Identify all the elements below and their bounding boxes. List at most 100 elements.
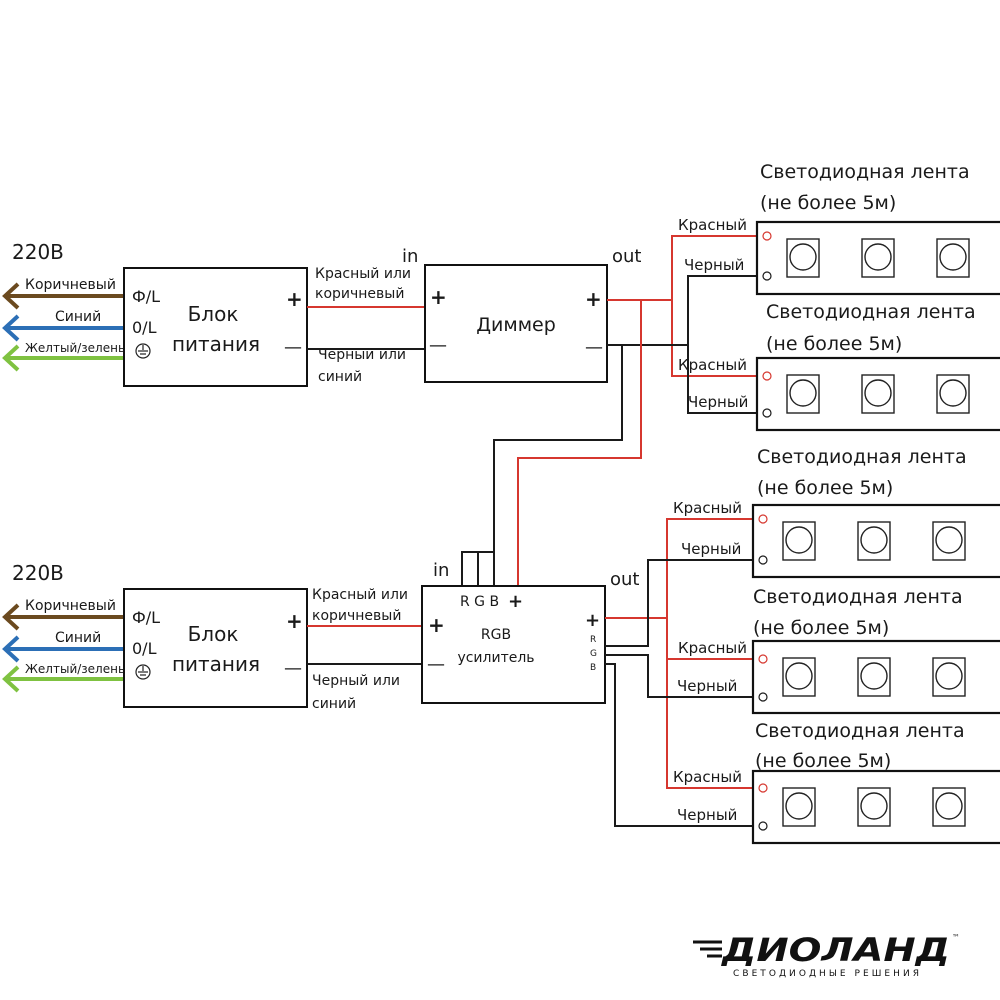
led-strip-title: Светодиодная лента — [760, 161, 970, 183]
amp-in-plus: + — [428, 613, 445, 637]
led-strip-red-label: Красный — [678, 639, 747, 657]
phase-terminal-label-bottom: Ф/L — [132, 608, 160, 627]
led-strip-title: Светодиодная лента — [766, 301, 976, 323]
led-strip-black-label: Черный — [677, 806, 737, 824]
led-lens-icon — [860, 792, 888, 820]
brown-wire-label-top: Коричневый — [25, 277, 116, 293]
amp-out-plus: + — [585, 610, 600, 631]
led-strip-title: Светодиодная лента — [755, 720, 965, 742]
amp-out-g: G — [590, 649, 597, 659]
amp-title-line2: усилитель — [457, 650, 534, 666]
green-wire-label-bottom: Желтый/зеленый — [25, 662, 135, 676]
led-strip-3: Светодиодная лента(не более 5м)КрасныйЧе… — [673, 446, 1000, 579]
mains-wire-brown-top — [2, 282, 124, 310]
led-strip-length-note: (не более 5м) — [760, 192, 896, 214]
psu-black-label-bottom-1: Черный или — [312, 673, 400, 689]
led-lens-icon — [939, 379, 967, 407]
amp-title-line1: RGB — [481, 627, 511, 643]
led-lens-icon — [935, 792, 963, 820]
voltage-label-top: 220В — [12, 240, 64, 264]
rgb-amplifier-box — [421, 585, 606, 704]
amp-out-label: out — [610, 569, 639, 590]
led-strip-length-note: (не более 5м) — [755, 750, 891, 772]
voltage-label-bottom: 220В — [12, 561, 64, 585]
psu-red-label-bottom-2: коричневый — [312, 608, 401, 624]
led-lens-icon — [789, 379, 817, 407]
mains-wire-blue-top — [2, 314, 124, 342]
led-strip-red-label: Красный — [673, 768, 742, 786]
led-strip-red-label: Красный — [678, 356, 747, 374]
amp-out-b: B — [590, 663, 596, 673]
led-lens-icon — [789, 243, 817, 271]
psu-red-label-bottom-1: Красный или — [312, 587, 408, 603]
mains-wire-green-bottom — [2, 665, 124, 693]
led-strip-length-note: (не более 5м) — [753, 617, 889, 639]
led-strip-title: Светодиодная лента — [757, 446, 967, 468]
psu-black-label-top-1: Черный или — [318, 347, 406, 363]
psu-plus-top: + — [286, 287, 303, 311]
led-strip-plus-pad — [758, 514, 768, 524]
led-strip-length-note: (не более 5м) — [757, 477, 893, 499]
led-lens-icon — [935, 526, 963, 554]
led-strip-black-label: Черный — [688, 393, 748, 411]
amp-output-wiring — [605, 518, 760, 827]
psu-minus-bottom: — — [284, 658, 302, 679]
led-strip-minus-pad — [758, 555, 768, 565]
brand-name: ДИОЛАНД — [721, 931, 950, 969]
psu-title-top-line2: питания — [172, 332, 260, 356]
dimmer-title: Диммер — [476, 314, 556, 336]
mains-wire-blue-bottom — [2, 635, 124, 663]
psu-black-label-top-2: синий — [318, 369, 362, 385]
led-lens-icon — [939, 243, 967, 271]
led-lens-icon — [864, 379, 892, 407]
led-strip-red-label: Красный — [678, 216, 747, 234]
brand-tagline: СВЕТОДИОДНЫЕ РЕШЕНИЯ — [733, 969, 919, 979]
dimmer-in-plus: + — [430, 285, 447, 309]
psu-title-bottom-line1: Блок — [188, 622, 239, 646]
blue-wire-label-bottom: Синий — [55, 630, 101, 646]
amp-in-plus-top: + — [508, 591, 523, 612]
power-supply-box-bottom — [123, 588, 308, 708]
psu-title-top-line1: Блок — [188, 302, 239, 326]
led-lens-icon — [860, 526, 888, 554]
led-strip-minus-pad — [762, 408, 772, 418]
dimmer-box — [424, 264, 608, 383]
led-lens-icon — [935, 662, 963, 690]
led-strip-plus-pad — [762, 231, 772, 241]
amp-rgb-input-label: R G B — [460, 594, 499, 610]
led-lens-icon — [785, 526, 813, 554]
led-strip-minus-pad — [762, 271, 772, 281]
ground-icon-bottom — [135, 664, 151, 680]
led-strip-1: Светодиодная лента(не более 5м)КрасныйЧе… — [678, 161, 1000, 296]
led-strip-red-label: Красный — [673, 499, 742, 517]
dimmer-in-minus: — — [429, 335, 447, 356]
dimmer-in-label: in — [402, 246, 418, 267]
dimmer-out-plus: + — [585, 287, 602, 311]
amp-in-minus: — — [427, 654, 445, 675]
led-strip-plus-pad — [758, 654, 768, 664]
mains-wire-brown-bottom — [2, 603, 124, 631]
brown-wire-label-bottom: Коричневый — [25, 598, 116, 614]
led-strip-length-note: (не более 5м) — [766, 333, 902, 355]
logo-speed-lines-icon — [693, 940, 722, 958]
brand-trademark: ™ — [952, 933, 960, 942]
neutral-terminal-label-top: 0/L — [132, 318, 157, 337]
power-supply-box-top — [123, 267, 308, 387]
led-strip-black-label: Черный — [677, 677, 737, 695]
ground-icon-top — [135, 343, 151, 359]
led-strip-title: Светодиодная лента — [753, 586, 963, 608]
led-strip-4: Светодиодная лента (не более 5м) КрасныйЧе… — [677, 586, 1000, 715]
mains-wire-green-top — [2, 344, 124, 372]
psu-plus-bottom: + — [286, 609, 303, 633]
dimmer-output-wiring — [493, 235, 764, 586]
dimmer-out-label: out — [612, 246, 641, 267]
led-lens-icon — [785, 792, 813, 820]
amp-in-label: in — [433, 560, 449, 581]
dimmer-out-minus: — — [585, 337, 603, 358]
blue-wire-label-top: Синий — [55, 309, 101, 325]
amp-rgb-input-wiring — [461, 551, 494, 586]
phase-terminal-label-top: Ф/L — [132, 287, 160, 306]
led-strip-minus-pad — [758, 692, 768, 702]
led-strip-plus-pad — [762, 371, 772, 381]
